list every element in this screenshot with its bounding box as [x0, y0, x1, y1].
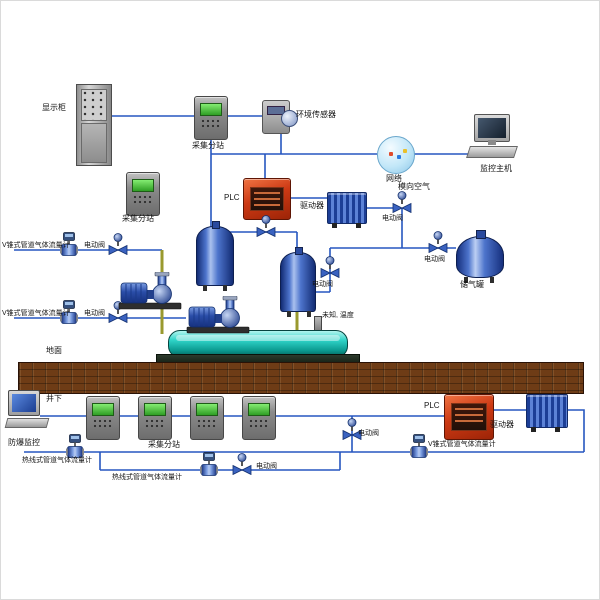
wire-segment: [14, 115, 585, 471]
pump-unit-icon: [186, 296, 250, 334]
keyboard: [4, 418, 50, 428]
hotwire-flowmeter-icon: [200, 452, 218, 478]
label-electric-valve: 电动阀: [84, 242, 105, 249]
label-underground: 井下: [46, 394, 62, 403]
device-screen: [144, 403, 166, 416]
vcone-flowmeter-icon: [410, 434, 428, 460]
label-electric-valve: 电动阀: [424, 256, 445, 263]
plc-controller-device: [243, 178, 291, 220]
collection-substation-device: [190, 396, 224, 440]
label-lateral-air: 模向空气: [398, 182, 430, 191]
label-unknown-temperature: 未知, 温度: [322, 312, 354, 319]
label-electric-valve: 电动阀: [256, 463, 277, 470]
driver-unit-device: [526, 394, 568, 432]
display-cabinet-device: [76, 84, 112, 166]
label-hotwire-flowmeter: 热线式管道气体流量计: [112, 474, 182, 481]
collection-substation-device: [126, 172, 160, 216]
electric-valve-icon: [392, 191, 412, 213]
electric-valve-icon: [232, 453, 252, 475]
label-electric-valve: 电动阀: [382, 215, 403, 222]
monitor-stand: [488, 140, 496, 145]
device-keypad: [197, 419, 217, 430]
horizontal-water-tank: [168, 330, 348, 358]
label-electric-valve: 电动阀: [312, 281, 333, 288]
label-display-cabinet: 显示柜: [42, 103, 66, 112]
label-ground-surface: 地面: [46, 346, 62, 355]
label-collection-substation: 采集分站: [192, 141, 224, 150]
electric-valve-icon: [320, 256, 340, 278]
device-screen: [92, 403, 114, 416]
device-keypad: [145, 419, 165, 430]
gas-storage-tank: [456, 230, 504, 283]
device-keypad: [249, 419, 269, 430]
label-electric-valve: 电动阀: [84, 310, 105, 317]
electric-valve-icon: [256, 215, 276, 237]
label-vcone-flowmeter: V锥式管道气体流量计: [428, 441, 496, 448]
device-screen: [200, 103, 222, 116]
label-gas-storage-tank: 储气罐: [460, 280, 484, 289]
plc-terminal-panel: [451, 403, 487, 431]
label-monitor-host: 监控主机: [480, 164, 512, 173]
collection-substation-device: [194, 96, 228, 140]
monitor-screen: [474, 114, 510, 142]
keyboard: [466, 146, 518, 158]
label-vcone-flowmeter: V锥式管道气体流量计: [2, 242, 70, 249]
vertical-vessel-tank: [196, 221, 234, 291]
label-network: 网络: [386, 174, 402, 183]
monitor-host-computer: [466, 114, 520, 160]
signal-wires: [14, 115, 585, 471]
driver-unit-device: [327, 192, 367, 228]
label-plc: PLC: [424, 401, 440, 410]
electric-valve-icon: [428, 231, 448, 253]
device-screen: [196, 403, 218, 416]
monitor-screen: [8, 390, 40, 416]
device-keypad: [133, 195, 153, 206]
explosion-proof-monitor-computer: [4, 390, 50, 436]
label-vcone-flowmeter: V锥式管道气体流量计: [2, 310, 70, 317]
collection-substation-device: [86, 396, 120, 440]
label-collection-substation: 采集分站: [148, 440, 180, 449]
device-keypad: [201, 119, 221, 130]
environment-sensor-device: [262, 100, 298, 134]
vertical-vessel-tank: [280, 247, 316, 317]
label-electric-valve: 电动阀: [358, 430, 379, 437]
cabinet-button-panel: [81, 89, 107, 121]
collection-substation-device: [138, 396, 172, 440]
label-env-sensor: 环境传感器: [296, 110, 336, 119]
plc-terminal-panel: [250, 187, 284, 211]
label-driver: 驱动器: [490, 420, 514, 429]
device-keypad: [93, 419, 113, 430]
label-hotwire-flowmeter: 热线式管道气体流量计: [22, 457, 92, 464]
label-collection-substation: 采集分站: [122, 214, 154, 223]
pump-unit-icon: [118, 272, 182, 310]
ground-brick-strip: [18, 362, 584, 394]
network-node-icon: [377, 136, 415, 174]
electric-valve-icon: [108, 233, 128, 255]
label-explosion-proof-monitor: 防爆监控: [8, 438, 40, 447]
label-driver: 驱动器: [300, 201, 324, 210]
collection-substation-device: [242, 396, 276, 440]
plc-controller-device: [444, 394, 494, 440]
cabinet-door: [81, 123, 107, 163]
device-screen: [132, 179, 154, 192]
device-screen: [248, 403, 270, 416]
label-plc: PLC: [224, 193, 240, 202]
